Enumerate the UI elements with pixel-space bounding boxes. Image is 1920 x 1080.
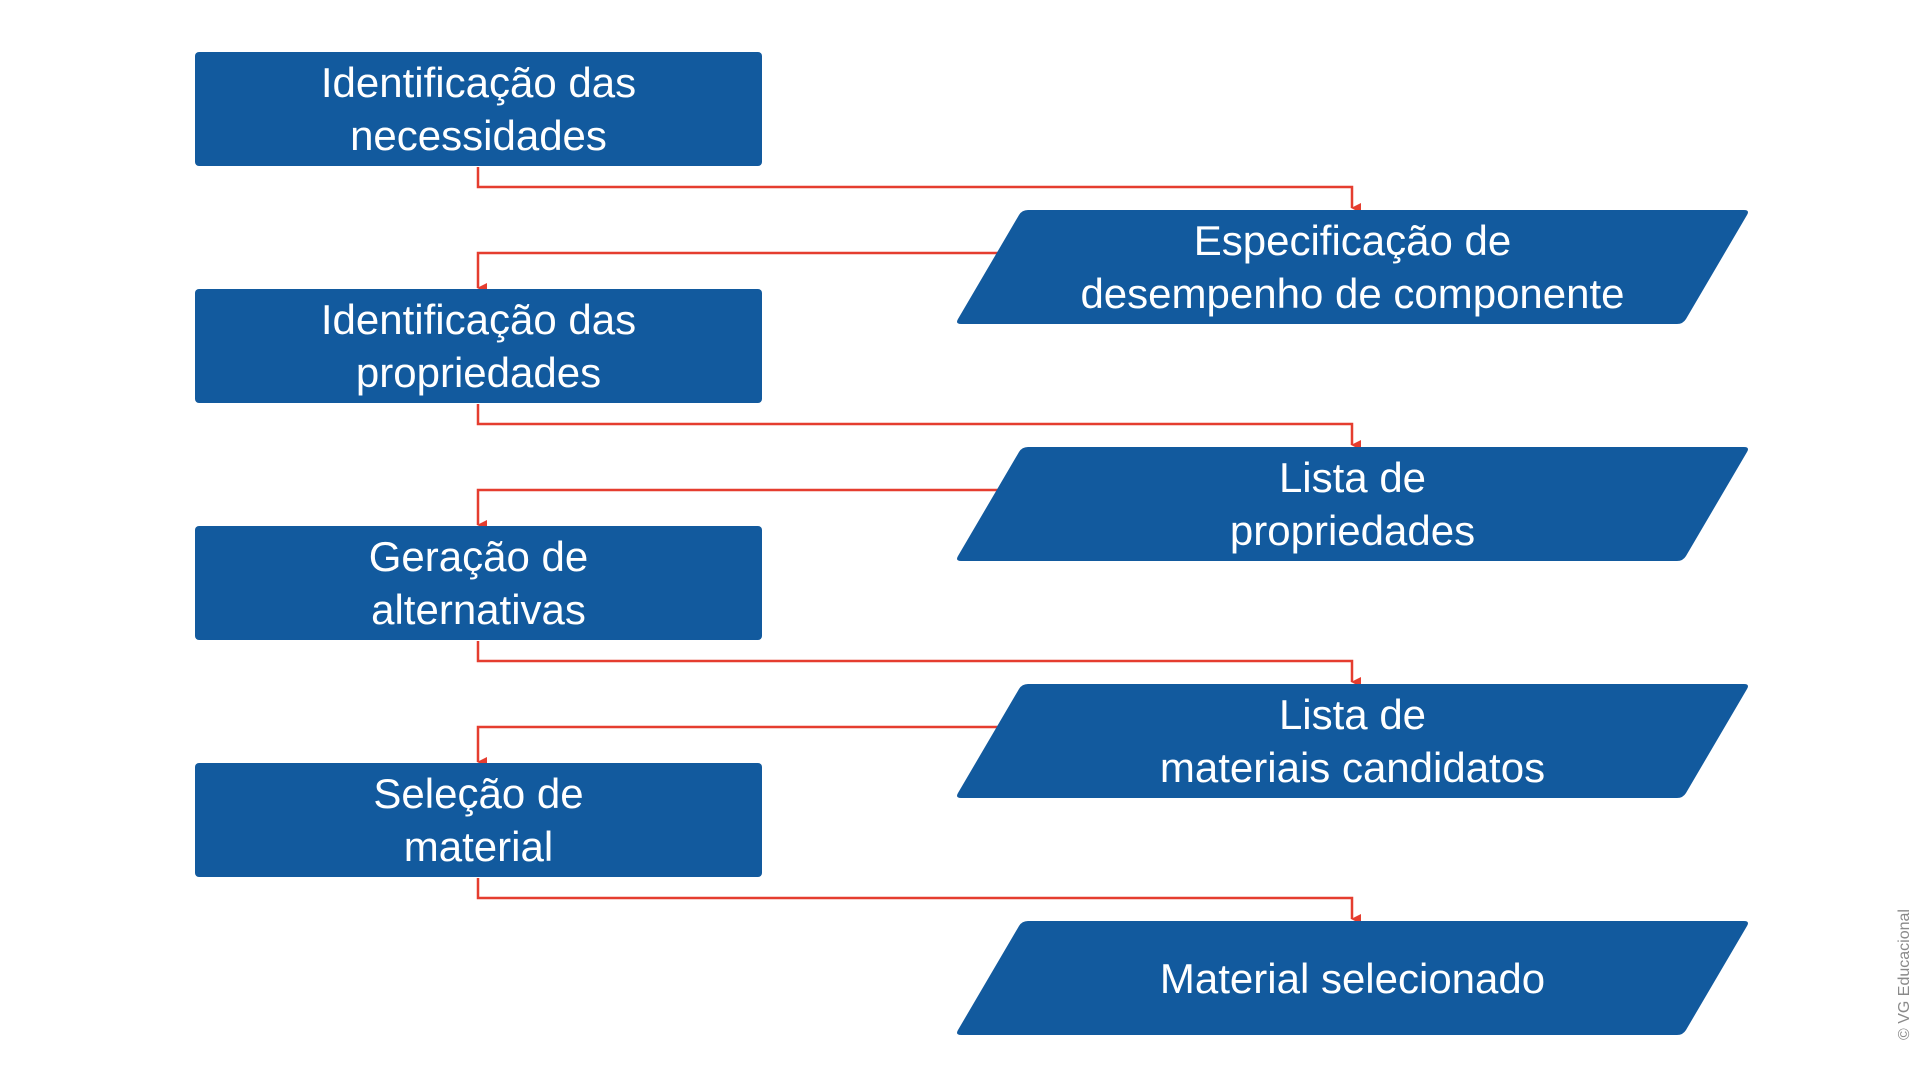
step-label-line1: Seleção de [373,770,584,817]
step-label-line1: Identificação das [320,296,637,343]
connector-step3-to-output3 [476,641,1361,687]
step-label-line2: material [403,823,554,870]
step-label-line2: alternativas [371,586,586,633]
connector-step2-to-output2 [476,404,1361,450]
step-label-line2: necessidades [350,112,607,159]
parallelogram-shape [957,921,1748,1035]
parallelogram-shape [957,447,1748,561]
output-lista-propriedades: Lista de propriedades [955,447,1750,561]
step-selecao-material: Seleção de material [195,763,762,877]
step-identificacao-propriedades: Identificação das propriedades [195,289,762,403]
output-label-line1: Lista de [1278,454,1427,501]
copyright-credit: © VG Educacional [1896,909,1913,1040]
parallelogram-shape [957,684,1748,798]
parallelogram-shape [957,210,1748,324]
step-geracao-alternativas: Geração de alternativas [195,526,762,640]
connector-step1-to-output1 [476,167,1361,213]
output-label-line1: Material selecionado [1159,954,1546,1002]
step-identificacao-necessidades: Identificação das necessidades [195,52,762,166]
output-lista-materiais-candidatos: Lista de materiais candidatos [955,684,1750,798]
output-label-line2: materiais candidatos [1159,744,1546,791]
connector-output3-to-step4 [476,725,998,767]
step-label-line1: Geração de [368,533,589,580]
step-label-line1: Identificação das [320,59,637,106]
connector-output1-to-step2 [476,251,998,293]
output-label-line2: desempenho de componente [1080,270,1625,317]
connector-output2-to-step3 [476,488,998,530]
step-label-line2: propriedades [355,349,602,396]
output-especificacao-desempenho: Especificação de desempenho de component… [955,210,1750,324]
output-label-line2: propriedades [1229,507,1476,554]
output-label-line1: Especificação de [1193,217,1512,264]
output-label-line1: Lista de [1278,691,1427,738]
connector-step4-to-output4 [476,878,1361,924]
output-material-selecionado: Material selecionado [955,921,1750,1035]
